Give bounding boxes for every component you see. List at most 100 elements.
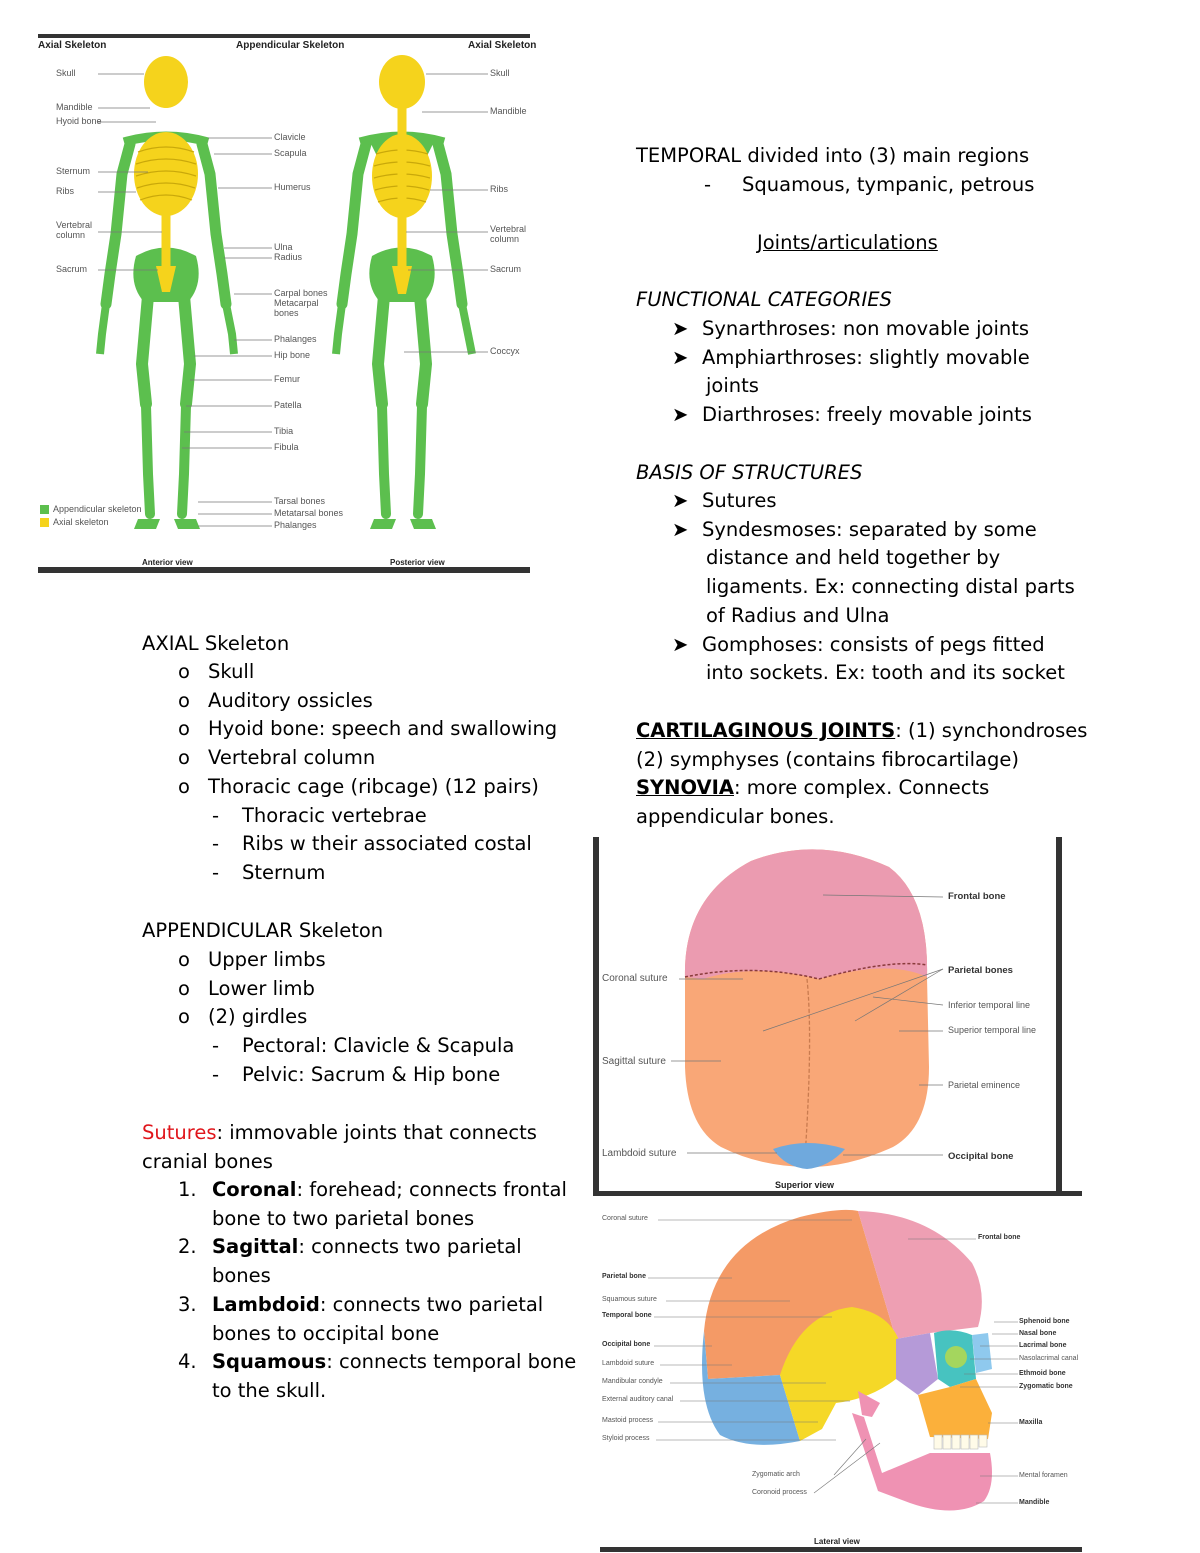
functional-list: ➤Synarthroses: non movable joints ➤Amphi…	[672, 315, 1032, 430]
caption-anterior-view: Anterior view	[142, 558, 193, 567]
label-metacarpal-bones: Metacarpal bones	[274, 298, 319, 318]
anterior-skeleton	[96, 56, 238, 529]
caption-superior-view: Superior view	[775, 1180, 835, 1190]
figure-bottom-border-lat	[600, 1547, 1082, 1552]
caption-posterior-view: Posterior view	[390, 558, 445, 567]
label-mandible-lat: Mandible	[1019, 1499, 1050, 1506]
label-femur: Femur	[274, 374, 301, 384]
figure-bottom-border	[593, 1191, 1082, 1196]
label-occipital-bone-lat: Occipital bone	[602, 1341, 651, 1348]
label-mandible-right: Mandible	[490, 106, 527, 116]
header-axial-left: Axial Skeleton	[38, 40, 107, 51]
label-radius: Radius	[274, 252, 303, 262]
label-coronal-suture-lat: Coronal suture	[602, 1215, 648, 1222]
label-zygomatic-bone: Zygomatic bone	[1019, 1383, 1073, 1390]
label-inferior-temporal-line: Inferior temporal line	[948, 1000, 1031, 1010]
label-sternum: Sternum	[56, 166, 91, 176]
skull-lateral-figure: Coronal suture Parietal bone Squamous su…	[600, 1203, 1082, 1553]
structures-list: ➤Sutures ➤Syndesmoses: separated by some…	[672, 489, 1075, 685]
label-metatarsal-bones: Metatarsal bones	[274, 508, 344, 518]
figure-left-border	[593, 837, 599, 1193]
label-phalanges-foot: Phalanges	[274, 520, 317, 530]
list-item: o(2) girdles	[178, 1005, 308, 1029]
list-item: ➤Diarthroses: freely movable joints	[672, 403, 1032, 427]
label-mandibular-condyle: Mandibular condyle	[602, 1378, 663, 1385]
label-patella: Patella	[274, 400, 302, 410]
label-vertebral-column-right: Vertebral column	[490, 224, 527, 244]
axial-heading: AXIAL Skeleton	[142, 632, 290, 655]
label-tarsal-bones: Tarsal bones	[274, 496, 326, 506]
label-coronoid-process: Coronoid process	[752, 1489, 807, 1496]
skull-superior-illustration	[671, 849, 944, 1169]
label-sacrum-right: Sacrum	[490, 264, 522, 274]
label-mastoid-process: Mastoid process	[602, 1417, 653, 1424]
label-external-auditory-canal: External auditory canal	[602, 1396, 674, 1403]
label-sagittal-suture: Sagittal suture	[602, 1056, 666, 1067]
structures-heading: BASIS OF STRUCTURES	[636, 461, 863, 484]
label-humerus: Humerus	[274, 182, 311, 192]
label-squamous-suture-lat: Squamous suture	[602, 1296, 657, 1303]
label-coronal-suture: Coronal suture	[602, 973, 668, 984]
label-skull: Skull	[56, 68, 76, 78]
header-appendicular: Appendicular Skeleton	[236, 40, 345, 51]
label-vertebral-column: Vertebral column	[56, 220, 93, 240]
cartilaginous-joints: CARTILAGINOUS JOINTS: (1) synchondroses …	[636, 719, 1088, 829]
label-ethmoid-bone: Ethmoid bone	[1019, 1370, 1066, 1377]
legend-axial-label: Axial skeleton	[53, 517, 109, 527]
label-lambdoid-suture-lat: Lambdoid suture	[602, 1360, 655, 1367]
label-temporal-bone-lat: Temporal bone	[602, 1312, 652, 1319]
label-styloid-process: Styloid process	[602, 1435, 650, 1442]
label-zygomatic-arch: Zygomatic arch	[752, 1471, 800, 1478]
label-coccyx: Coccyx	[490, 346, 520, 356]
legend-axial-swatch	[40, 518, 49, 527]
label-sphenoid-bone: Sphenoid bone	[1019, 1318, 1070, 1325]
label-hip-bone: Hip bone	[274, 350, 311, 360]
label-fibula: Fibula	[274, 442, 299, 452]
label-frontal-bone-lat: Frontal bone	[978, 1234, 1021, 1241]
figure-top-bar	[38, 34, 530, 38]
label-nasal-bone: Nasal bone	[1019, 1330, 1057, 1337]
list-item: 4.Squamous: connects temporal bone	[178, 1350, 577, 1374]
sutures-definition: Sutures: immovable joints that connects …	[142, 1121, 537, 1173]
legend-appendicular-label: Appendicular skeleton	[53, 504, 142, 514]
label-sacrum: Sacrum	[56, 264, 88, 274]
list-item: ➤Amphiarthroses: slightly movable	[672, 345, 1030, 369]
list-item: ➤Syndesmoses: separated by some	[672, 517, 1037, 541]
label-parietal-bones: Parietal bones	[948, 965, 1013, 976]
posterior-skeleton	[332, 55, 476, 529]
label-scapula: Scapula	[274, 148, 307, 158]
sub-item: -Pelvic: Sacrum & Hip bone	[212, 1062, 501, 1086]
functional-heading: FUNCTIONAL CATEGORIES	[636, 288, 892, 311]
list-item: 3.Lambdoid: connects two parietal	[178, 1292, 544, 1316]
skull-lateral-illustration	[648, 1209, 1018, 1511]
label-hyoid-bone: Hyoid bone	[56, 116, 102, 126]
skull-superior-figure: Coronal suture Sagittal suture Lambdoid …	[593, 837, 1082, 1197]
label-nasolacrimal-canal: Nasolacrimal canal	[1019, 1355, 1079, 1362]
sutures-list: 1.Coronal: forehead; connects frontal bo…	[178, 1178, 577, 1402]
list-item: ➤Gomphoses: consists of pegs fitted	[672, 632, 1045, 656]
label-lacrimal-bone: Lacrimal bone	[1019, 1342, 1067, 1349]
label-ulna: Ulna	[274, 242, 293, 252]
label-ribs-right: Ribs	[490, 184, 509, 194]
label-lambdoid-suture: Lambdoid suture	[602, 1148, 677, 1159]
list-item: ➤Synarthroses: non movable joints	[672, 317, 1030, 340]
label-mandible: Mandible	[56, 102, 93, 112]
legend-appendicular-swatch	[40, 505, 49, 514]
joints-heading: Joints/articulations	[757, 231, 938, 254]
label-maxilla: Maxilla	[1019, 1419, 1043, 1426]
list-item: 1.Coronal: forehead; connects frontal	[178, 1178, 567, 1201]
sub-item: -Ribs w their associated costal	[212, 832, 532, 856]
header-axial-right: Axial Skeleton	[468, 40, 537, 51]
sutures-term: Sutures	[142, 1121, 217, 1144]
label-ribs: Ribs	[56, 186, 75, 196]
label-frontal-bone: Frontal bone	[948, 891, 1006, 902]
